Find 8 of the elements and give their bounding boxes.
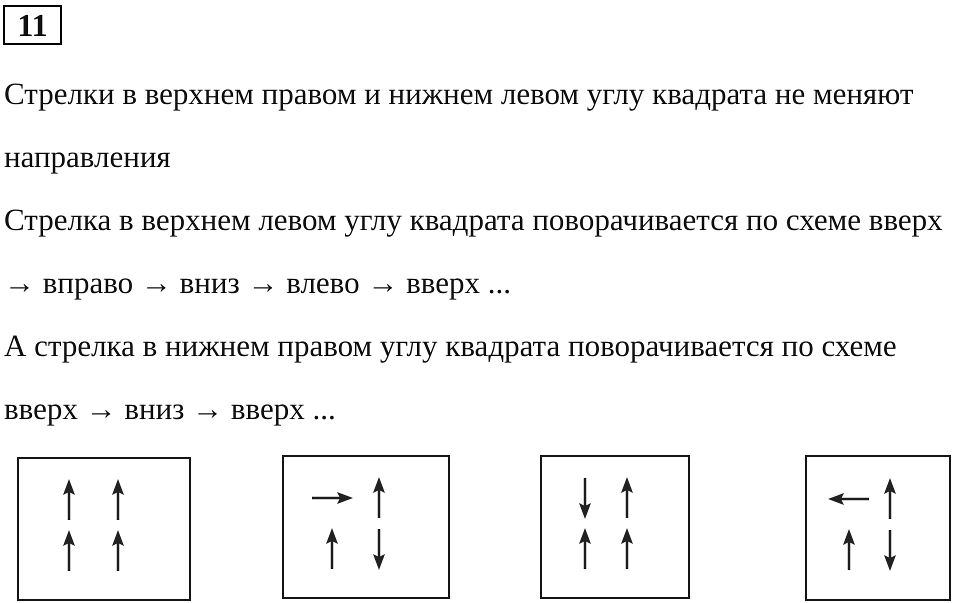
- paragraph: Стрелка в верхнем левом углу квадрата поворачивается по схеме вверх → вправо → вниз → влево → вверх ...: [4, 201, 944, 302]
- square-frame: [17, 457, 191, 601]
- square-frame: [282, 455, 450, 599]
- paragraph: А стрелка в нижнем правом углу квадрата поворачивается по схеме вверх → вниз → вверх ...: [4, 327, 898, 428]
- square-frame: [805, 455, 951, 601]
- paragraph: Стрелки в верхнем правом и нижнем левом углу квадрата не меняют направления: [4, 75, 914, 176]
- task-number: 11: [3, 5, 62, 45]
- square-frame: [540, 455, 690, 599]
